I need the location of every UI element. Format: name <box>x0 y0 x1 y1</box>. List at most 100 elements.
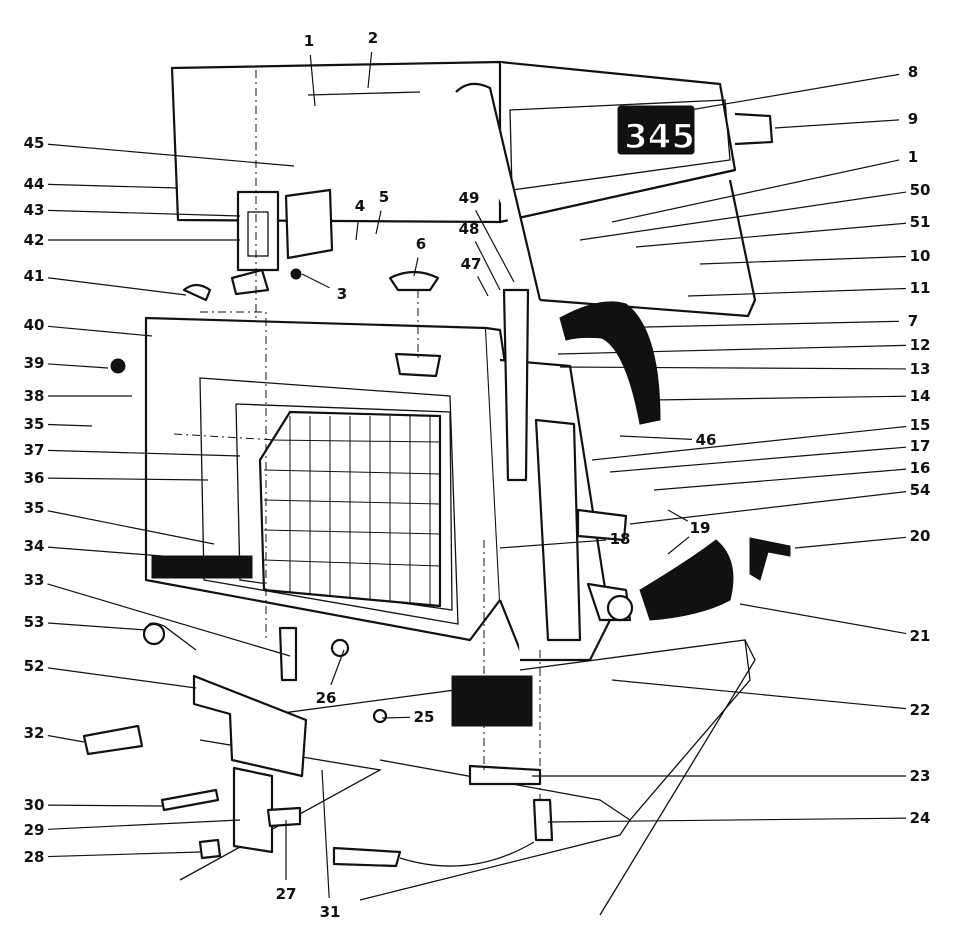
callout-14: 14 <box>651 387 930 405</box>
leader-line <box>47 622 147 631</box>
callout-10: 10 <box>699 247 931 265</box>
callout-42: 42 <box>24 231 240 249</box>
leader-line <box>330 649 345 686</box>
leader-line <box>579 191 907 241</box>
callout-51: 51 <box>635 213 930 248</box>
callout-number: 11 <box>910 279 931 297</box>
callout-13: 13 <box>559 360 930 378</box>
leader-line <box>699 255 907 265</box>
callout-number: 37 <box>24 441 45 459</box>
callout-number: 7 <box>908 312 918 330</box>
leader-line <box>629 491 907 525</box>
leader-line <box>47 183 179 189</box>
callout-number: 50 <box>910 181 931 199</box>
callout-number: 38 <box>24 387 45 405</box>
callout-28: 28 <box>24 848 201 866</box>
callout-44: 44 <box>24 175 179 193</box>
leader-line <box>653 468 907 491</box>
callout-52: 52 <box>24 657 197 689</box>
callout-19: 19 <box>667 519 711 555</box>
callout-number: 28 <box>24 848 45 866</box>
callout-37: 37 <box>24 441 241 459</box>
callout-12: 12 <box>557 336 931 355</box>
leader-line <box>774 119 900 129</box>
leader-line <box>413 257 419 277</box>
leader-line <box>499 539 607 549</box>
callout-number: 1 <box>304 32 314 50</box>
callout-number: 8 <box>908 63 918 81</box>
callout-number: 20 <box>910 527 931 545</box>
callout-21: 21 <box>739 603 930 645</box>
leader-line <box>309 54 316 107</box>
callout-29: 29 <box>24 819 241 839</box>
leader-line <box>47 325 153 337</box>
leader-line <box>47 209 241 217</box>
hood: 345 <box>170 60 774 318</box>
leader-line <box>47 277 187 296</box>
callout-33: 33 <box>24 571 291 657</box>
leader-line <box>559 366 907 370</box>
callout-number: 19 <box>690 519 711 537</box>
leader-line <box>611 159 900 223</box>
callout-number: 18 <box>610 530 631 548</box>
callout-39: 39 <box>24 354 109 372</box>
callout-48: 48 <box>459 220 501 291</box>
leader-line <box>375 210 382 235</box>
callout-43: 43 <box>24 201 241 219</box>
hood-brackets <box>110 188 334 374</box>
leader-line <box>619 435 693 440</box>
callout-number: 31 <box>320 903 341 921</box>
callout-number: 19 <box>690 519 711 537</box>
callout-45: 45 <box>24 134 295 167</box>
leader-line <box>547 817 907 823</box>
callout-32: 32 <box>24 724 85 743</box>
callout-number: 30 <box>24 796 45 814</box>
callout-number: 5 <box>379 188 389 206</box>
callout-38: 38 <box>24 387 132 405</box>
callout-27: 27 <box>276 820 297 903</box>
callout-number: 45 <box>24 134 45 152</box>
leader-line <box>381 716 411 719</box>
callout-number: 1 <box>908 148 918 166</box>
leader-line <box>47 363 109 369</box>
callout-number: 23 <box>910 767 931 785</box>
callout-24: 24 <box>547 809 931 827</box>
callout-number: 25 <box>414 708 435 726</box>
callout-number: 24 <box>910 809 931 827</box>
callout-8: 8 <box>689 63 918 111</box>
radiator-tank <box>388 270 634 662</box>
callout-number: 47 <box>461 255 482 273</box>
leader-line <box>591 425 907 461</box>
leader-line <box>599 320 900 329</box>
callout-number: 12 <box>910 336 931 354</box>
callout-50: 50 <box>579 181 931 241</box>
callout-26: 26 <box>316 649 345 707</box>
callout-6: 6 <box>413 235 426 277</box>
callout-1: 1 <box>304 32 316 107</box>
callout-number: 42 <box>24 231 45 249</box>
leader-line <box>47 583 291 657</box>
callout-number: 39 <box>24 354 45 372</box>
leader-line <box>47 804 163 807</box>
leader-line <box>477 276 489 297</box>
leader-line <box>47 734 85 743</box>
callout-25: 25 <box>381 708 435 726</box>
leader-line <box>47 143 295 167</box>
callout-number: 35 <box>24 415 45 433</box>
leader-line <box>739 603 907 635</box>
callout-5: 5 <box>375 188 389 235</box>
callout-number: 10 <box>910 247 931 265</box>
leader-line <box>635 222 907 248</box>
callout-40: 40 <box>24 316 153 337</box>
leader-line <box>689 73 900 111</box>
callout-number: 27 <box>276 885 297 903</box>
callout-number: 41 <box>24 267 45 285</box>
callout-54: 54 <box>629 481 930 525</box>
callout-46: 46 <box>619 431 716 449</box>
callout-number: 26 <box>316 689 337 707</box>
callout-number: 36 <box>24 469 45 487</box>
leader-line <box>47 546 163 557</box>
alignment-lines <box>173 70 541 800</box>
callout-35: 35 <box>24 499 215 545</box>
